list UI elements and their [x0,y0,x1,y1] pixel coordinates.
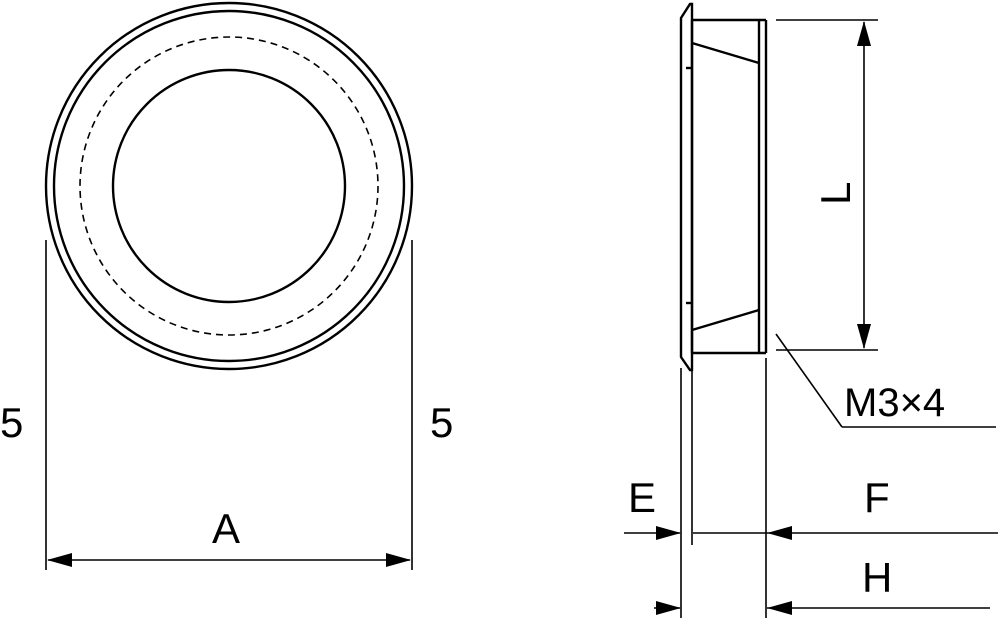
leader-line-diagonal [775,333,843,428]
arrowhead-f [767,526,792,540]
inner-bore-circle [111,68,347,304]
arrowhead-h-left [656,601,681,615]
label-length-l: L [812,182,859,205]
flange-outline [679,2,694,372]
label-height-h: H [862,554,892,601]
arrowhead-l-top [857,21,871,46]
arrowhead-e [656,526,681,540]
label-margin-left: 5 [0,399,23,446]
label-flange-e: E [628,474,656,521]
label-thread-m3x4: M3×4 [844,381,945,425]
side-view-dimensions-bottom [624,358,998,618]
arrowhead-h-right [767,601,792,615]
outer-rim-circle [44,1,414,371]
side-view-dimension-l [776,19,878,351]
chamfer-bottom [691,308,760,332]
arrowhead-a-right [386,553,411,567]
label-diameter-a: A [212,505,240,552]
arrowhead-l-bottom [857,324,871,349]
chamfer-top [691,41,760,65]
front-view-dimensions [45,240,413,570]
hidden-edge-circle [79,36,379,336]
arrowhead-a-left [47,553,72,567]
front-view [44,1,414,371]
side-view [679,2,768,372]
label-margin-right: 5 [430,399,453,446]
flange-circle [52,9,406,363]
label-depth-f: F [864,474,890,521]
thread-leader [775,333,996,428]
